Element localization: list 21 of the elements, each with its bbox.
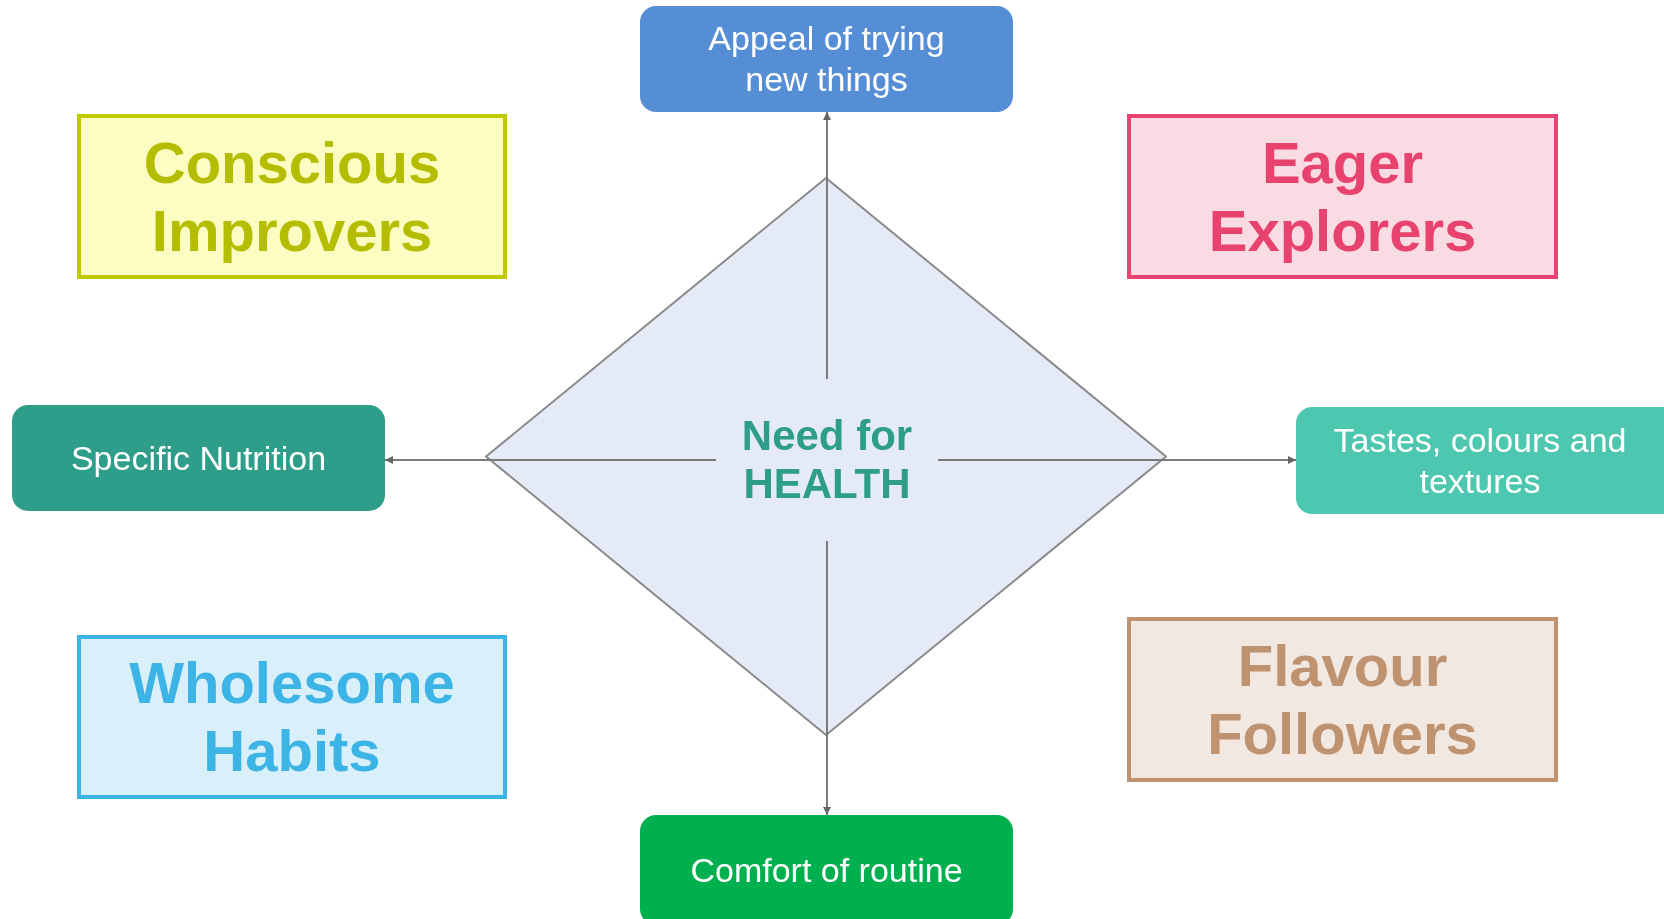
arrow [384, 456, 717, 464]
axis-label-box [1296, 407, 1664, 514]
segment-name: Flavour Followers [1206, 631, 1479, 768]
segment-name: Eager Explorers [1207, 128, 1478, 265]
axis-label: Appeal of trying new things [707, 18, 946, 100]
axis-label-box [640, 815, 1013, 919]
segment-box [1127, 617, 1558, 782]
arrow [937, 456, 1297, 464]
axis-label: Tastes, colours and textures [1332, 419, 1628, 502]
center-label: Need for HEALTH [740, 411, 914, 509]
segment-name: Wholesome Habits [128, 649, 456, 785]
arrow [823, 540, 831, 816]
segment-box [77, 635, 507, 799]
axis-label-box [12, 405, 385, 511]
arrow [823, 111, 831, 380]
segment-box [1127, 114, 1558, 279]
segment-box [77, 114, 507, 279]
segment-name: Conscious Improvers [142, 128, 442, 265]
axis-label: Specific Nutrition [70, 437, 327, 479]
axis-label-box [640, 6, 1013, 112]
axis-label: Comfort of routine [690, 849, 963, 891]
